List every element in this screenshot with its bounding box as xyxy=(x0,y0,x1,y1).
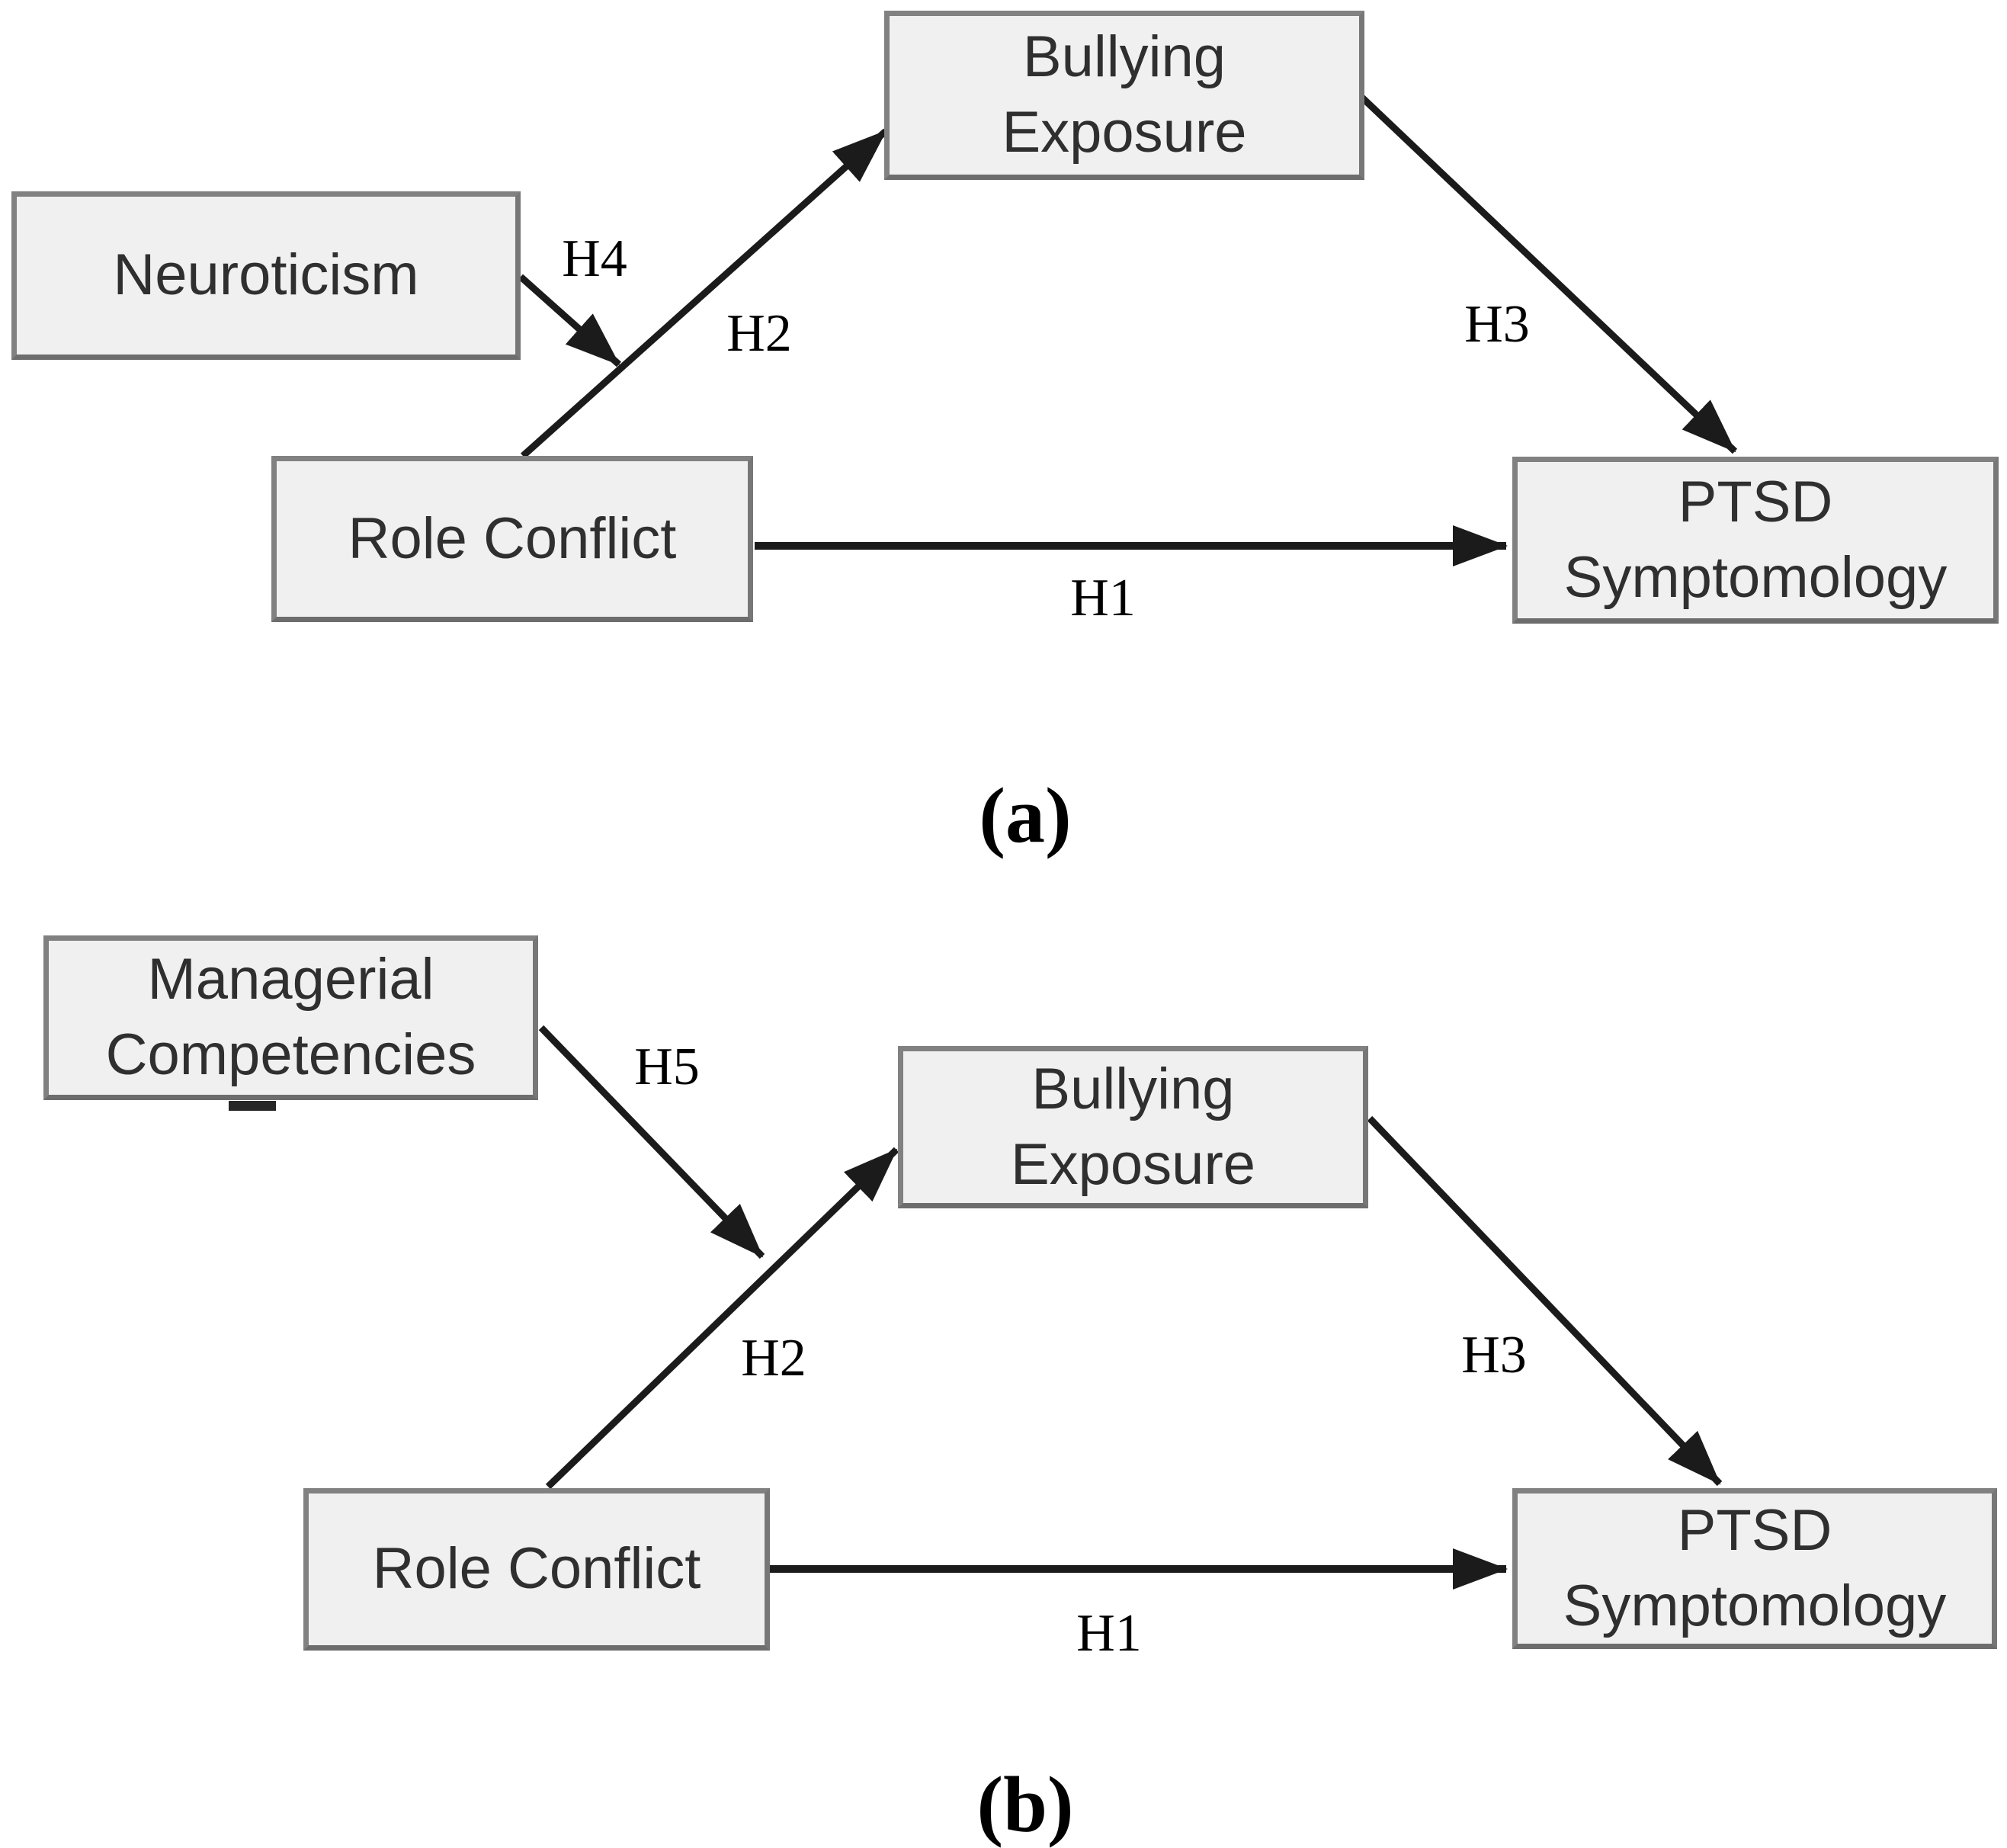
node-role-conflict-b-label: Role Conflict xyxy=(372,1536,701,1602)
node-role-conflict-a-label: Role Conflict xyxy=(348,505,677,571)
edge-label-h2-a: H2 xyxy=(726,304,792,363)
arrow-h3-panel-a xyxy=(1359,95,1738,454)
node-bullying-exposure-a: Bullying Exposure xyxy=(884,11,1364,180)
node-managerial-competencies-line1: Managerial xyxy=(147,947,434,1012)
node-ptsd-b-line2: Symptomology xyxy=(1563,1573,1947,1638)
node-ptsd-a-line1: PTSD xyxy=(1678,469,1833,534)
node-managerial-competencies: Managerial Competencies xyxy=(43,935,538,1100)
edge-label-h2-b: H2 xyxy=(741,1329,806,1388)
panel-a-caption: (a) xyxy=(979,772,1072,860)
edge-label-h4-a: H4 xyxy=(562,229,627,288)
node-role-conflict-a: Role Conflict xyxy=(271,456,753,622)
node-ptsd-a-line2: Symptomology xyxy=(1563,544,1948,610)
node-ptsd-b-line1: PTSD xyxy=(1677,1497,1832,1563)
edge-label-h3-a: H3 xyxy=(1464,295,1530,354)
edge-label-h1-b: H1 xyxy=(1076,1604,1142,1663)
edge-label-h5-b: H5 xyxy=(634,1038,700,1096)
node-bullying-exposure-b-line2: Exposure xyxy=(1010,1131,1256,1197)
panel-b-caption: (b) xyxy=(976,1760,1074,1848)
edge-label-h1-a: H1 xyxy=(1070,569,1136,627)
node-neuroticism: Neuroticism xyxy=(11,191,521,360)
arrow-h3-panel-b xyxy=(1367,1115,1723,1487)
node-ptsd-a: PTSD Symptomology xyxy=(1512,457,1999,624)
node-managerial-competencies-line2: Competencies xyxy=(105,1022,476,1087)
node-role-conflict-b: Role Conflict xyxy=(303,1488,770,1651)
node-ptsd-b: PTSD Symptomology xyxy=(1512,1488,1997,1649)
arrow-h2-panel-b xyxy=(545,1147,899,1490)
arrow-h2-panel-a xyxy=(520,128,889,459)
node-bullying-exposure-a-line2: Exposure xyxy=(1002,100,1247,165)
arrow-h4-panel-a xyxy=(518,274,621,367)
arrow-h5-panel-b xyxy=(538,1025,765,1259)
node-bullying-exposure-b: Bullying Exposure xyxy=(898,1046,1368,1208)
underscore-mark xyxy=(229,1101,276,1111)
node-bullying-exposure-a-line1: Bullying xyxy=(1022,24,1226,90)
node-neuroticism-label: Neuroticism xyxy=(113,242,419,308)
edge-label-h3-b: H3 xyxy=(1461,1326,1527,1384)
node-bullying-exposure-b-line1: Bullying xyxy=(1031,1056,1235,1121)
